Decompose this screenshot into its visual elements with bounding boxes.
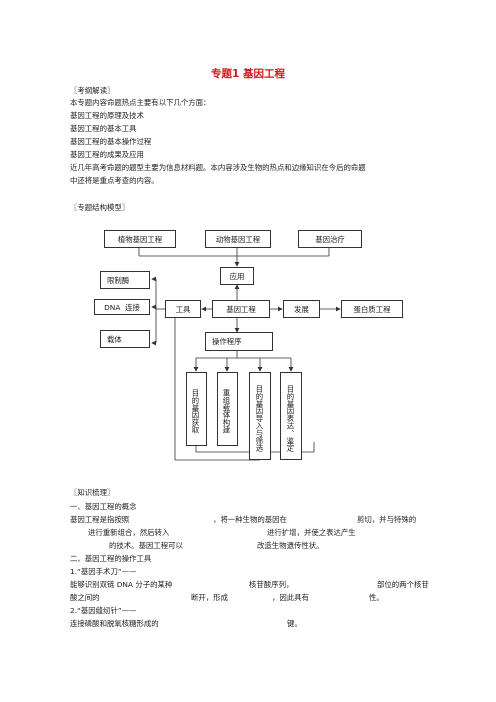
application-box: 应用 [220, 267, 254, 285]
body-line: 基因工程的基本操作过程 [70, 137, 152, 146]
body-line: 中还将是重点考查的内容。 [70, 176, 159, 185]
body-line: 核苷酸序列， [249, 580, 294, 589]
body-line: 进行扩增，并使之表达产生 [267, 528, 356, 537]
dna-ligase-box: DNA 连接 [94, 299, 150, 315]
gene-therapy-box: 基因治疗 [298, 230, 362, 248]
body-line: 的技术。基因工程可以 [109, 541, 183, 550]
procedure-box: 操作程序 [205, 332, 273, 351]
body-line: 性。 [369, 593, 384, 602]
item-heading: 1.“基因手术刀”—— [70, 567, 137, 576]
body-line: 改造生物遗传性状。 [257, 541, 324, 550]
gene-engineering-center-box: 基因工程 [212, 300, 270, 318]
body-line: 酸之间的 [70, 593, 100, 602]
body-line: 进行重新组合，然后转入 [88, 528, 170, 537]
section-heading-model: 〖专题结构模型〗 [70, 203, 130, 212]
page-title: 专题1 基因工程 [211, 68, 285, 80]
step-express-identify: 目的基因表达、鉴定 [280, 372, 302, 460]
body-line: 本专题内容命题热点主要有以下几个方面： [70, 98, 211, 107]
body-line: ，将一种生物的基因在 [213, 515, 287, 524]
body-line: 键。 [287, 619, 302, 628]
body-line: 连接磷酸和脱氧核糖形成的 [70, 619, 159, 628]
protein-engineering-box: 蛋白质工程 [341, 300, 403, 318]
animal-gene-engineering-box: 动物基因工程 [205, 230, 271, 248]
plant-gene-engineering-box: 植物基因工程 [104, 230, 176, 248]
step-obtain-gene: 目的基因获取 [186, 372, 207, 446]
step-build-vector: 重组载体构建 [217, 372, 238, 446]
body-line: 基因工程是指按照 [70, 515, 130, 524]
tool-box: 工具 [165, 300, 201, 318]
body-line: 基因工程的成果及应用 [70, 150, 144, 159]
section-heading-knowledge: 〖知识梳理〗 [70, 488, 115, 497]
section-heading-outline: 〖考纲解读〗 [70, 86, 115, 95]
step-introduce-screen: 目的基因导入与筛选 [249, 372, 271, 460]
vector-box: 载体 [100, 330, 150, 348]
body-line: 部位的两个核苷 [377, 580, 429, 589]
subheading: 一、基因工程的概念 [70, 502, 137, 511]
restriction-enzyme-box: 限制酶 [100, 271, 150, 289]
body-line: 近几年高考命题的题型主要为信息材料题。本内容涉及生物的热点和边缘知识在今后的命题 [70, 163, 366, 172]
development-box: 发展 [283, 300, 320, 318]
item-heading: 2.“基因缝纫针”—— [70, 606, 137, 615]
body-line: 基因工程的基本工具 [70, 124, 137, 133]
body-line: 断开，形成 [191, 593, 228, 602]
body-line: 剪切，并与特殊的 [357, 515, 417, 524]
subheading: 二、基因工程的操作工具 [70, 554, 152, 563]
body-line: ，因此具有 [272, 593, 309, 602]
body-line: 能够识别双链 DNA 分子的某种 [70, 580, 173, 589]
body-line: 基因工程的原理及技术 [70, 111, 144, 120]
